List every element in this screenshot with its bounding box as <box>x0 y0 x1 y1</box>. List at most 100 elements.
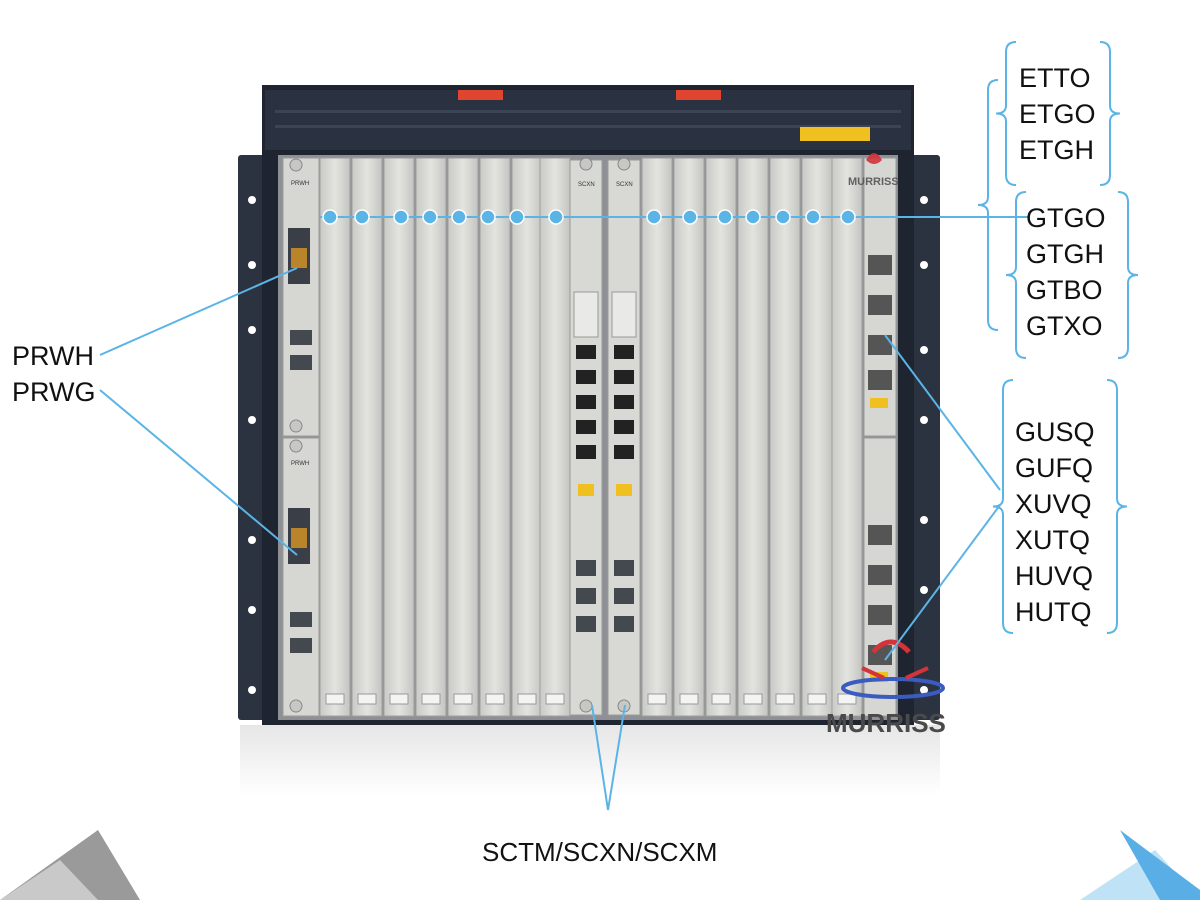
slot-latch <box>517 693 537 705</box>
slot-latch <box>485 693 505 705</box>
label-xutq: XUTQ <box>1015 525 1091 555</box>
service-slot <box>769 157 801 717</box>
slot-marker-dot <box>480 209 496 225</box>
service-slot <box>351 157 383 717</box>
brace-etto-right <box>1099 41 1121 186</box>
rack-ear-right <box>908 155 940 720</box>
handle-right <box>676 90 721 100</box>
group-brackets <box>977 41 1139 634</box>
label-gusq: GUSQ <box>1015 417 1095 447</box>
callout-prwg <box>99 389 298 556</box>
callout-lines <box>99 216 1030 811</box>
label-etgo: ETGO <box>1019 99 1096 129</box>
service-slots-left <box>319 157 571 717</box>
service-slot <box>705 157 737 717</box>
label-huvq: HUVQ <box>1015 561 1094 591</box>
brace-etto-left <box>995 41 1017 186</box>
svg-text:PRWH: PRWH <box>291 461 309 467</box>
service-slot <box>319 157 351 717</box>
callout-uplink-bottom <box>884 504 1001 661</box>
service-slots-right <box>641 157 863 717</box>
slot-latch <box>357 693 377 705</box>
slot-marker-dot <box>422 209 438 225</box>
chassis-top-tray <box>265 90 911 150</box>
service-slot <box>447 157 479 717</box>
service-slot <box>539 157 571 717</box>
brace-gtgo-left <box>1005 191 1027 359</box>
slot-marker-dot <box>717 209 733 225</box>
svg-text:SCXN: SCXN <box>578 182 595 188</box>
slot-latch <box>453 693 473 705</box>
label-prwg: PRWG <box>12 377 96 407</box>
slot-latch <box>743 693 763 705</box>
callout-prwh <box>99 267 298 356</box>
slot-marker-dot <box>322 209 338 225</box>
svg-text:MURRISS: MURRISS <box>848 176 899 188</box>
handle-left <box>458 90 503 100</box>
slot-latch <box>775 693 795 705</box>
slot-latch <box>545 693 565 705</box>
label-group-etto: ETTO ETGO ETGH <box>1019 60 1096 168</box>
svg-text:MURRISS: MURRISS <box>826 708 946 738</box>
label-etto: ETTO <box>1019 63 1091 93</box>
callout-uplink-top <box>884 334 1001 491</box>
svg-text:PRWH: PRWH <box>291 181 309 187</box>
slot-marker-dot <box>745 209 761 225</box>
label-control: SCTM/SCXN/SCXM <box>482 837 718 867</box>
control-board-left: SCXN <box>569 157 603 716</box>
power-board-bottom: PRWH <box>282 437 320 717</box>
svg-text:SCXN: SCXN <box>616 182 633 188</box>
service-slot <box>641 157 673 717</box>
brace-gusq-left <box>992 379 1014 634</box>
chassis-reflection <box>240 725 940 795</box>
label-xuvq: XUVQ <box>1015 489 1092 519</box>
brand-logo-watermark: MURRISS <box>826 639 946 738</box>
slot-latch <box>837 693 857 705</box>
warning-label <box>800 127 870 141</box>
slot-marker-dot <box>451 209 467 225</box>
slot-marker-dot <box>354 209 370 225</box>
label-etgh: ETGH <box>1019 135 1095 165</box>
slot-marker-dot <box>393 209 409 225</box>
service-slot <box>383 157 415 717</box>
slot-marker-dot <box>682 209 698 225</box>
service-slot <box>479 157 511 717</box>
slot-latch <box>421 693 441 705</box>
brand-logo-small: MURRISS <box>848 153 899 188</box>
brace-gusq-right <box>1106 379 1128 634</box>
label-gtgh: GTGH <box>1026 239 1104 269</box>
slot-latch <box>711 693 731 705</box>
uplink-board-top <box>863 157 897 437</box>
service-slot <box>737 157 769 717</box>
callout-control-left <box>591 704 609 811</box>
power-board-top: PRWH <box>282 157 320 437</box>
brace-outer-left <box>977 79 999 331</box>
label-gtxo: GTXO <box>1026 311 1103 341</box>
corner-decoration-right <box>1080 830 1200 900</box>
slot-marker-dots <box>322 209 856 225</box>
slot-marker-dot <box>775 209 791 225</box>
label-group-power: PRWH PRWG <box>12 338 96 410</box>
service-slot <box>831 157 863 717</box>
slot-latch <box>389 693 409 705</box>
slot-marker-dot <box>646 209 662 225</box>
slot-latch <box>325 693 345 705</box>
label-gufq: GUFQ <box>1015 453 1093 483</box>
label-gtbo: GTBO <box>1026 275 1103 305</box>
slot-marker-dot <box>548 209 564 225</box>
corner-decoration-left <box>0 830 140 900</box>
service-slot <box>511 157 543 717</box>
label-prwh: PRWH <box>12 341 95 371</box>
service-slot <box>415 157 447 717</box>
brace-gtgo-right <box>1117 191 1139 359</box>
label-gtgo: GTGO <box>1026 203 1106 233</box>
slot-marker-dot <box>509 209 525 225</box>
slot-latch <box>647 693 667 705</box>
label-hutq: HUTQ <box>1015 597 1092 627</box>
service-slot <box>673 157 705 717</box>
label-group-gtgo: GTGO GTGH GTBO GTXO <box>1026 200 1106 344</box>
callout-control-right <box>607 704 626 811</box>
service-slot <box>801 157 833 717</box>
label-group-gusq: GUSQ GUFQ XUVQ XUTQ HUVQ HUTQ <box>1015 414 1095 630</box>
